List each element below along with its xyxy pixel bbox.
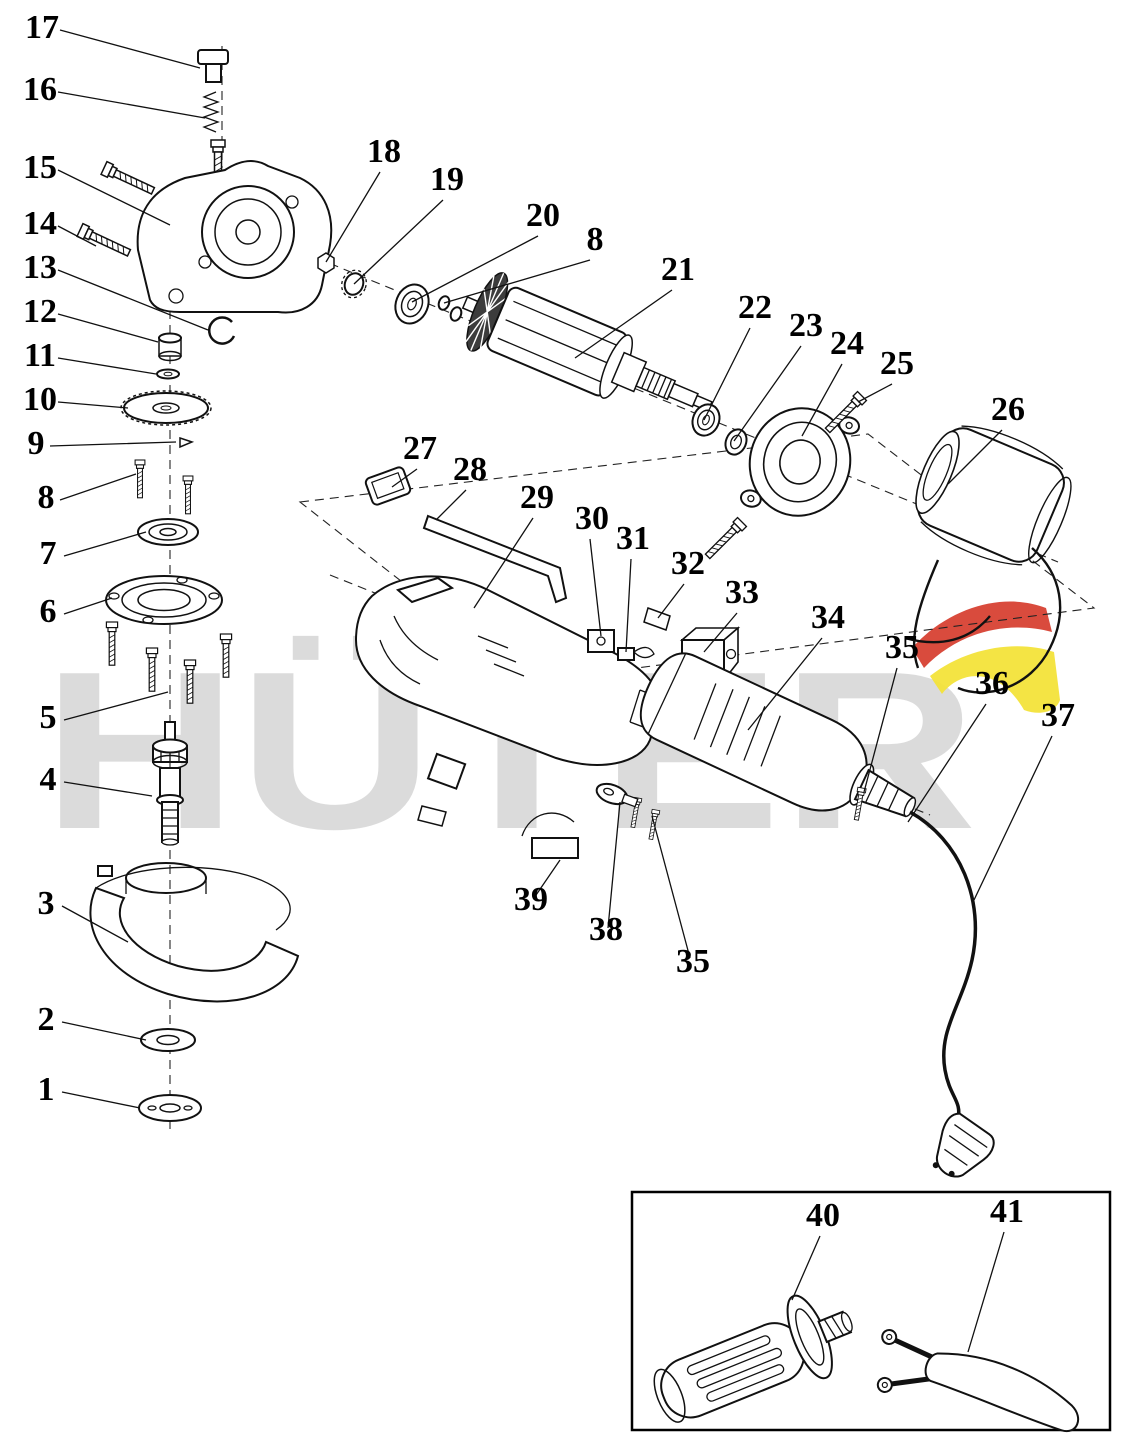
part-label-29: 29 [520,479,554,516]
part-label-3: 3 [38,885,55,922]
power-plug [932,1112,995,1178]
part-label-9: 9 [28,425,45,462]
retainer-ring [724,428,748,456]
part-label-40: 40 [806,1197,840,1234]
part-label-4: 4 [40,761,57,798]
brush-holder [587,629,615,653]
part-label-30: 30 [575,500,609,537]
part-label-1: 1 [38,1071,55,1108]
screw [134,459,146,499]
screw [100,160,157,198]
bearing-flange-plate [105,575,223,625]
screw [76,222,133,260]
large-gear [120,390,212,426]
part-label-23: 23 [789,307,823,344]
stator [915,425,1072,566]
inner-flange [140,1028,196,1052]
ball-bearing [137,518,199,546]
shaft-washer [449,306,463,322]
stator-lead-wires [904,547,1062,694]
part-label-25: 25 [880,345,914,382]
part-label-8: 8 [38,479,55,516]
rear-bearing [691,403,721,437]
part-label-41: 41 [990,1193,1024,1230]
part-label-2: 2 [38,1001,55,1038]
bearing-cover [739,407,861,517]
part-label-17: 17 [25,9,59,46]
screw [182,475,194,515]
spring [202,91,220,133]
output-spindle [152,721,188,846]
part-label-34: 34 [811,599,845,636]
part-label-14: 14 [23,205,57,242]
part-label-16: 16 [23,71,57,108]
clamp-nut [138,1094,202,1122]
part-label-27: 27 [403,430,437,467]
armature-rotor [461,272,713,413]
part-label-35a: 35 [885,629,919,666]
part-label-19: 19 [430,161,464,198]
shaft-key [179,436,195,449]
part-label-18: 18 [367,133,401,170]
screw [702,516,748,562]
power-cord [909,810,995,1178]
switch-lever [595,782,639,808]
part-label-21: 21 [661,251,695,288]
spindle-lock-button [197,49,229,83]
circlip [207,316,236,345]
pin-spanner-wrench [876,1328,1080,1433]
part-label-13: 13 [23,249,57,286]
part-label-11: 11 [24,337,56,374]
part-label-26: 26 [991,391,1025,428]
brush-holder [426,752,467,790]
part-label-24: 24 [830,325,864,362]
bushing-sleeve [158,332,182,362]
part-label-37: 37 [1041,697,1075,734]
side-handle [653,1294,853,1423]
part-label-32: 32 [671,545,705,582]
part-label-12: 12 [23,293,57,330]
part-label-31: 31 [616,520,650,557]
part-label-35b: 35 [676,943,710,980]
logo-yellow-swoosh [930,646,1060,713]
part-label-39: 39 [514,881,548,918]
part-label-8b: 8 [587,221,604,258]
wheel-guard [89,862,300,1003]
part-label-28: 28 [453,451,487,488]
part-label-7: 7 [40,535,57,572]
part-label-15: 15 [23,149,57,186]
part-label-36: 36 [975,665,1009,702]
leader-lines [49,29,1053,1353]
part-label-6: 6 [40,593,57,630]
flat-bracket-strip [422,514,568,604]
motor-housing [354,575,721,766]
part-label-5: 5 [40,699,57,736]
callout-labels: 17 16 15 14 13 12 11 10 9 8 7 6 5 4 3 2 … [23,9,1075,1234]
terminal-block [417,805,447,827]
part-label-38: 38 [589,911,623,948]
hex-nut [317,252,335,274]
front-bearing [394,283,430,325]
gear-head-housing [136,160,333,314]
part-label-22: 22 [738,289,772,326]
rear-housing-cover [639,652,917,818]
terminal-block [643,607,671,631]
part-label-20: 20 [526,197,560,234]
brush-cap [364,466,412,506]
washer [156,368,180,380]
wire-clip [521,812,579,859]
part-label-10: 10 [23,381,57,418]
part-label-33: 33 [725,574,759,611]
